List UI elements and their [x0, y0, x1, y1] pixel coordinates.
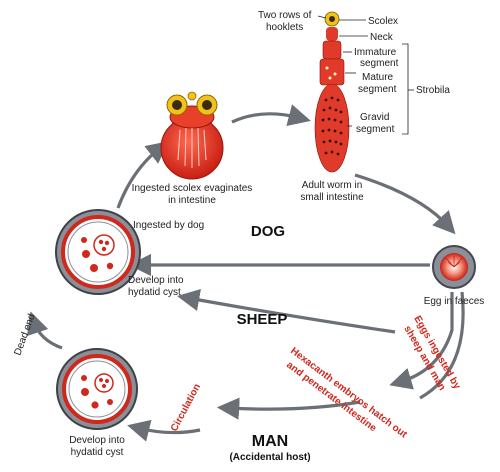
scolex-caption-2: in intestine: [168, 195, 216, 206]
host-man-label: MAN: [252, 433, 288, 450]
gravid-label-1: Gravid: [360, 112, 389, 123]
mature-label-1: Mature: [362, 72, 394, 83]
ingested-by-dog-label: Ingested by dog: [133, 220, 204, 231]
host-man-note: (Accidental host): [229, 452, 310, 463]
arrow-mancyst-dead-end: [26, 311, 63, 350]
arrow-hexacanth-to-man: [216, 397, 361, 420]
immature-label-1: Immature: [354, 47, 397, 58]
adult-worm-caption-2: small intestine: [300, 192, 364, 203]
arrow-egg-ingested: [389, 292, 454, 390]
man-cyst-develop-2: hydatid cyst: [71, 447, 124, 458]
arrow-dogcyst-to-scolex: [116, 141, 169, 209]
strobila-label: Strobila: [416, 85, 450, 96]
hexacanth-label-1: Hexacanth embryos hatch out: [288, 346, 409, 441]
adult-worm-illustration: [314, 11, 350, 173]
man-cyst-develop-1: Develop into: [69, 435, 125, 446]
mature-label-2: segment: [358, 84, 397, 95]
hooklets-label-2: hooklets: [266, 22, 303, 33]
cycle-arrows: [26, 104, 465, 442]
dog-hydatid-cyst-illustration: [55, 209, 141, 295]
worm-leader-lines: [317, 15, 414, 135]
hooklets-label-1: Two rows of: [258, 10, 312, 21]
scolex-label: Scolex: [368, 16, 398, 27]
immature-label-2: segment: [360, 58, 399, 69]
circulation-label: Circulation: [169, 382, 203, 433]
ingested-scolex-illustration: [160, 91, 224, 180]
scolex-caption-1: Ingested scolex evaginates: [132, 183, 253, 194]
gravid-label-2: segment: [356, 124, 395, 135]
dead-end-label: Dead end: [12, 313, 37, 358]
arrow-egg-to-sheep-cyst: [176, 288, 396, 334]
arrow-scolex-to-adult: [231, 104, 311, 126]
adult-worm-caption-1: Adult worm in: [302, 180, 363, 191]
neck-label: Neck: [370, 32, 394, 43]
host-dog-label: DOG: [251, 223, 285, 240]
egg-illustration: [432, 245, 476, 289]
dog-cyst-develop-2: hydatid cyst: [128, 287, 181, 298]
egg-caption: Egg in faeces: [424, 296, 485, 307]
arrow-adult-to-egg: [354, 173, 456, 235]
arrow-circulation-to-mancyst: [127, 419, 201, 442]
host-sheep-label: SHEEP: [237, 311, 288, 328]
dog-cyst-develop-1: Develop into: [128, 275, 184, 286]
man-hydatid-cyst-illustration: [56, 348, 138, 430]
arrow-egg-ingested-2: [419, 291, 465, 400]
